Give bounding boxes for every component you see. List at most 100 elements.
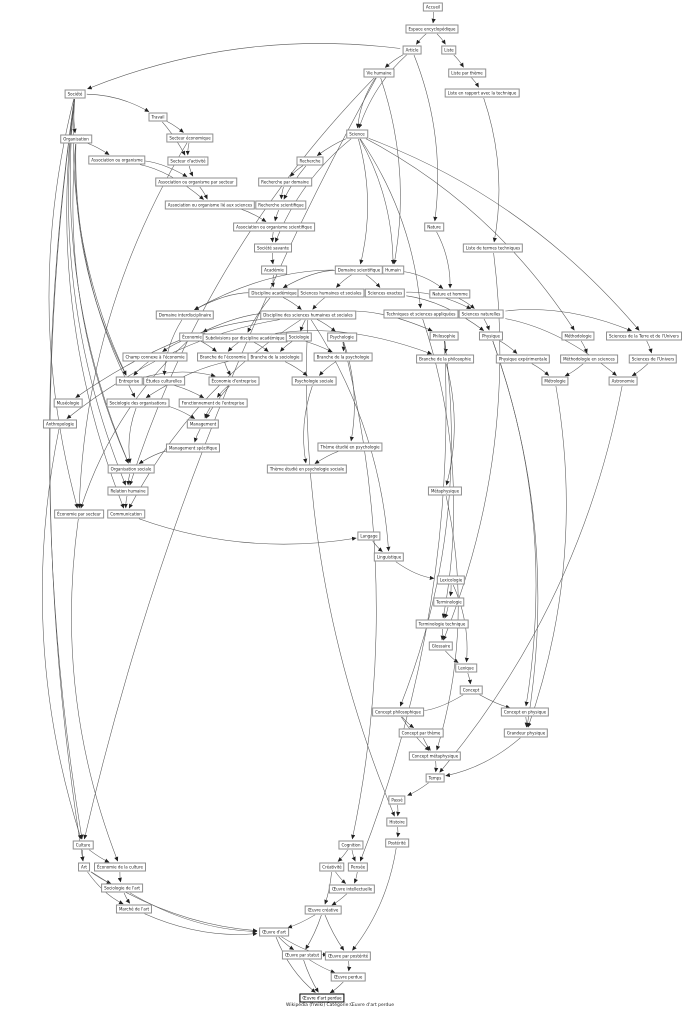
node-methodologie-sciences[interactable]: Méthodologie en sciences	[560, 354, 618, 364]
node-sociologie[interactable]: Sociologie	[285, 332, 313, 342]
node-museologie[interactable]: Muséologie	[53, 398, 83, 408]
node-management[interactable]: Management	[186, 419, 220, 429]
node-pensee[interactable]: Pensée	[347, 862, 369, 872]
node-humain[interactable]: Humain	[382, 265, 404, 275]
node-psychologie-sociale[interactable]: Psychologie sociale	[291, 376, 337, 386]
node-travail[interactable]: Travail	[148, 112, 168, 122]
node-oeuvre-art[interactable]: Œuvre d'art	[259, 927, 289, 937]
node-concept[interactable]: Concept	[459, 685, 483, 695]
node-glossaire[interactable]: Glossaire	[428, 641, 454, 651]
node-branche-philosophie[interactable]: Branche de la philosophie	[416, 354, 474, 364]
node-nature-homme[interactable]: Nature et homme	[429, 289, 471, 299]
node-recherche-domaine[interactable]: Recherche par domaine	[258, 177, 312, 187]
node-assoc-scientifique[interactable]: Association ou organisme scientifique	[233, 222, 315, 232]
node-organisation[interactable]: Organisation	[60, 134, 92, 144]
node-physique-exp[interactable]: Physique expérimentale	[495, 354, 551, 364]
node-art[interactable]: Art	[78, 862, 90, 872]
node-assoc-sciences[interactable]: Association ou organisme lié aux science…	[164, 200, 256, 210]
node-philosophie[interactable]: Philosophie	[429, 331, 459, 341]
node-cognition[interactable]: Cognition	[338, 840, 364, 850]
node-secteur-activite[interactable]: Secteur d'activité	[167, 156, 209, 166]
node-secteur-economique[interactable]: Secteur économique	[166, 133, 214, 143]
node-oeuvre-perdue[interactable]: Œuvre perdue	[330, 972, 366, 982]
node-anthropologie[interactable]: Anthropologie	[42, 419, 78, 429]
node-theme-psycho[interactable]: Thème étudié en psychologie	[317, 442, 383, 452]
node-branche-sociologie[interactable]: Branche de la sociologie	[247, 352, 303, 362]
node-marche-art[interactable]: Marché de l'art	[115, 904, 153, 914]
node-accueil[interactable]: Accueil	[422, 2, 444, 12]
node-etudes-culturelles[interactable]: Études culturelles	[143, 376, 185, 386]
node-concept-theme[interactable]: Concept par thème	[398, 728, 444, 738]
node-liste[interactable]: Liste	[441, 45, 457, 55]
node-concept-philo[interactable]: Concept philosophique	[372, 707, 424, 717]
node-linguistique[interactable]: Linguistique	[373, 552, 405, 562]
node-lexique[interactable]: Lexique	[455, 663, 477, 673]
node-branche-psychologie[interactable]: Branche de la psychologie	[313, 352, 373, 362]
node-shs[interactable]: Sciences humaines et sociales	[297, 288, 365, 298]
node-temps[interactable]: Temps	[425, 773, 445, 783]
node-economie-culture[interactable]: Économie de la culture	[94, 862, 146, 872]
node-nature[interactable]: Nature	[424, 222, 444, 232]
node-posterite[interactable]: Postérité	[385, 838, 409, 848]
node-sociologie-org[interactable]: Sociologie des organisations	[106, 398, 170, 408]
node-organisation-sociale[interactable]: Organisation sociale	[107, 464, 155, 474]
node-astronomie[interactable]: Astronomie	[608, 376, 638, 386]
node-theme-psycho-sociale[interactable]: Thème étudié en psychologie sociale	[266, 464, 348, 474]
node-liste-technique[interactable]: Liste en rapport avec la technique	[444, 88, 520, 98]
node-culture[interactable]: Culture	[72, 840, 94, 850]
node-sciences-exactes[interactable]: Sciences exactes	[364, 288, 406, 298]
node-oeuvre-intellectuelle[interactable]: Œuvre intellectuelle	[328, 884, 376, 894]
node-academie[interactable]: Académie	[261, 265, 287, 275]
node-recherche-scientifique[interactable]: Recherche scientifique	[255, 200, 307, 210]
node-terminologie[interactable]: Terminologie	[433, 597, 465, 607]
node-physique[interactable]: Physique	[478, 331, 504, 341]
node-societe-savante[interactable]: Société savante	[254, 243, 292, 253]
node-oeuvre-art-perdue[interactable]: Œuvre d'art perdue	[299, 993, 345, 1003]
node-communication[interactable]: Communication	[107, 509, 145, 519]
node-science[interactable]: Science	[346, 129, 368, 139]
node-tech-sciences-app[interactable]: Techniques et sciences appliquées	[383, 309, 459, 319]
node-langage[interactable]: Langage	[357, 531, 381, 541]
node-vie-humaine[interactable]: Vie humaine	[363, 68, 395, 78]
node-article[interactable]: Article	[402, 45, 422, 55]
node-oeuvre-statut[interactable]: Œuvre par statut	[281, 950, 323, 960]
node-branche-economie[interactable]: Branche de l'économie	[197, 352, 249, 362]
node-creativite[interactable]: Créativité	[319, 862, 345, 872]
node-association-organisme[interactable]: Association ou organisme	[88, 155, 146, 165]
node-domaine-scientifique[interactable]: Domaine scientifique	[334, 265, 384, 275]
node-sciences-univers[interactable]: Sciences de l'Univers	[628, 354, 678, 364]
node-lexicologie[interactable]: Lexicologie	[436, 575, 466, 585]
node-metrologie[interactable]: Métrologie	[541, 376, 569, 386]
node-subdivisions[interactable]: Subdivisions par discipline académique	[202, 333, 288, 343]
node-psychologie[interactable]: Psychologie	[327, 332, 357, 342]
node-economie-secteur[interactable]: Économie par secteur	[54, 509, 104, 519]
node-liste-termes[interactable]: Liste de termes techniques	[462, 243, 524, 253]
node-economie[interactable]: Économie	[179, 332, 205, 342]
node-oeuvre-posterite[interactable]: Œuvre par postérité	[324, 951, 372, 961]
node-domaine-inter[interactable]: Domaine interdisciplinaire	[155, 310, 215, 320]
node-methodologie[interactable]: Méthodologie	[561, 331, 595, 341]
node-fonctionnement[interactable]: Fonctionnement de l'entreprise	[178, 398, 248, 408]
node-grandeur-physique[interactable]: Grandeur physique	[503, 728, 549, 738]
node-discipline-academique[interactable]: Discipline académique	[248, 288, 300, 298]
node-management-spec[interactable]: Management spécifique	[165, 443, 221, 453]
node-champ-connexe[interactable]: Champ connexe à l'économie	[122, 352, 188, 362]
node-concept-meta[interactable]: Concept métaphysique	[408, 751, 462, 761]
node-metaphysique[interactable]: Métaphysique	[427, 486, 463, 496]
node-societe[interactable]: Société	[64, 89, 86, 99]
node-relation-humaine[interactable]: Relation humaine	[107, 486, 149, 496]
node-terminologie-tech[interactable]: Terminologie technique	[415, 619, 469, 629]
node-entreprise[interactable]: Entreprise	[115, 376, 143, 386]
node-concept-physique[interactable]: Concept en physique	[500, 707, 550, 717]
node-dshs[interactable]: Discipline des sciences humaines et soci…	[260, 310, 356, 320]
node-histoire[interactable]: Histoire	[386, 817, 408, 827]
node-recherche[interactable]: Recherche	[296, 156, 324, 166]
node-oeuvre-creative[interactable]: Œuvre créative	[304, 905, 342, 915]
node-sciences-terre[interactable]: Sciences de la Terre et de l'Univers	[606, 331, 682, 341]
node-sciences-naturelles[interactable]: Sciences naturelles	[458, 309, 504, 319]
node-economie-entreprise[interactable]: Économie d'entreprise	[208, 376, 260, 386]
node-assoc-par-secteur[interactable]: Association ou organisme par secteur	[155, 177, 237, 187]
node-espace[interactable]: Espace encyclopédique	[405, 24, 459, 34]
node-sociologie-art[interactable]: Sociologie de l'art	[101, 883, 143, 893]
node-passe[interactable]: Passé	[388, 795, 406, 805]
